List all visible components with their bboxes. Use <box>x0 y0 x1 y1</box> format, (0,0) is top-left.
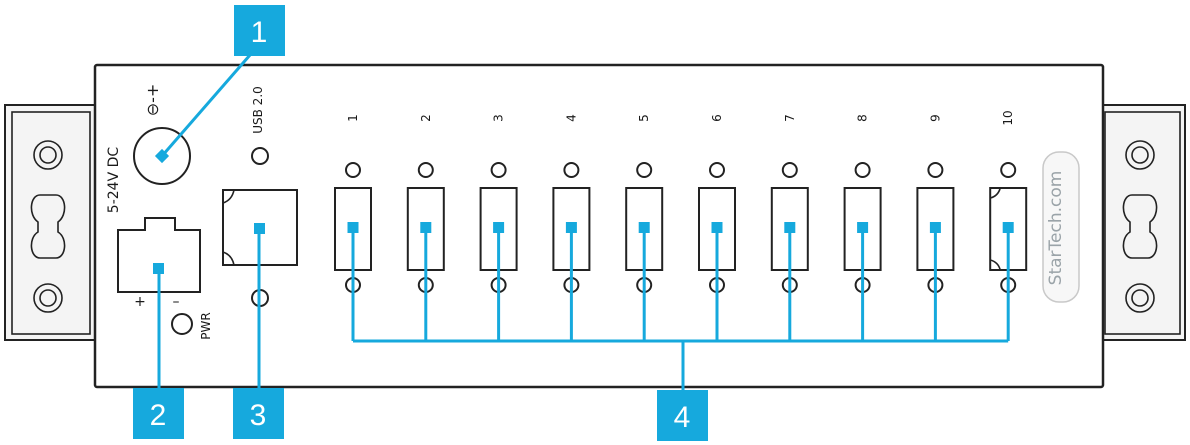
port-led-top <box>636 162 653 178</box>
usb-port-8: 8 <box>843 114 882 341</box>
callout-leaders <box>157 54 685 392</box>
port-marker <box>638 222 650 233</box>
port-marker <box>784 222 796 233</box>
usb-host-label: USB 2.0 <box>251 86 265 134</box>
brand-logo: StarTech.com <box>1042 151 1080 303</box>
port-number-label: 1 <box>346 114 360 122</box>
terminal-block <box>117 217 201 293</box>
marker-1 <box>154 148 170 164</box>
callout-1-number: 1 <box>251 16 268 49</box>
brand-logo-text: StarTech.com <box>1046 171 1066 286</box>
port-number-label: 10 <box>1001 110 1015 125</box>
callout-1: 1 <box>234 5 285 56</box>
left-mounting-bracket <box>4 104 95 341</box>
usb-port-10: 10 <box>989 110 1028 341</box>
terminal-plus-label: + <box>134 294 146 310</box>
port-10-corner-detail <box>989 259 1001 271</box>
port-number-label: 9 <box>928 114 942 122</box>
port-number-label: 5 <box>637 114 651 122</box>
port-led-top <box>1000 162 1017 178</box>
callout-2: 2 <box>133 388 184 439</box>
port-number-label: 2 <box>419 114 433 122</box>
callout-3: 3 <box>233 388 284 439</box>
usb-port-4: 4 <box>552 114 591 341</box>
port-number-label: 3 <box>492 114 506 122</box>
port-led-top <box>417 162 434 178</box>
port-number-label: 4 <box>564 114 578 122</box>
dc-polarity-symbol: ⊖-+ <box>143 84 162 117</box>
pwr-led <box>171 313 193 335</box>
port-marker <box>1002 222 1014 233</box>
port-10-corner-detail <box>989 187 1001 199</box>
callout-4: 4 <box>657 390 708 441</box>
port-number-label: 8 <box>856 114 870 122</box>
usb-port-5: 5 <box>625 114 664 341</box>
usb-host-led <box>251 147 269 165</box>
port-led-top <box>490 162 507 178</box>
port-marker <box>929 222 941 233</box>
port-led-top <box>709 162 725 178</box>
port-number-label: 6 <box>710 114 724 122</box>
port-led-top <box>781 162 798 178</box>
callout-4-number: 4 <box>674 401 691 434</box>
port-marker <box>711 222 723 233</box>
right-mounting-bracket <box>1100 104 1186 341</box>
port-led-top <box>854 162 871 178</box>
power-voltage-label: 5-24V DC <box>106 147 122 214</box>
port-marker <box>565 222 577 233</box>
port-led-top <box>563 162 580 178</box>
hub-housing <box>93 63 1105 389</box>
port-led-top <box>927 162 944 178</box>
port-marker <box>420 222 432 233</box>
callout-2-number: 2 <box>150 399 167 432</box>
usb-port-3: 3 <box>479 114 518 341</box>
downstream-ports: 1 2 3 4 5 6 7 8 9 10 <box>334 110 1028 343</box>
port-led-top <box>345 162 361 178</box>
usb-port-6: 6 <box>698 114 736 341</box>
usb-port-1: 1 <box>334 114 372 341</box>
port-marker <box>493 222 505 233</box>
terminal-minus-label: – <box>173 294 180 310</box>
port-marker <box>347 222 359 233</box>
usb-port-2: 2 <box>406 114 445 341</box>
callout-3-number: 3 <box>250 399 267 432</box>
usb-port-9: 9 <box>916 114 955 341</box>
port-number-label: 7 <box>783 114 797 122</box>
pwr-led-label: PWR <box>199 312 213 339</box>
usb-port-7: 7 <box>770 114 809 341</box>
port-marker <box>857 222 869 233</box>
marker-3 <box>254 223 265 234</box>
leader-1 <box>160 54 252 157</box>
marker-2 <box>153 263 164 274</box>
